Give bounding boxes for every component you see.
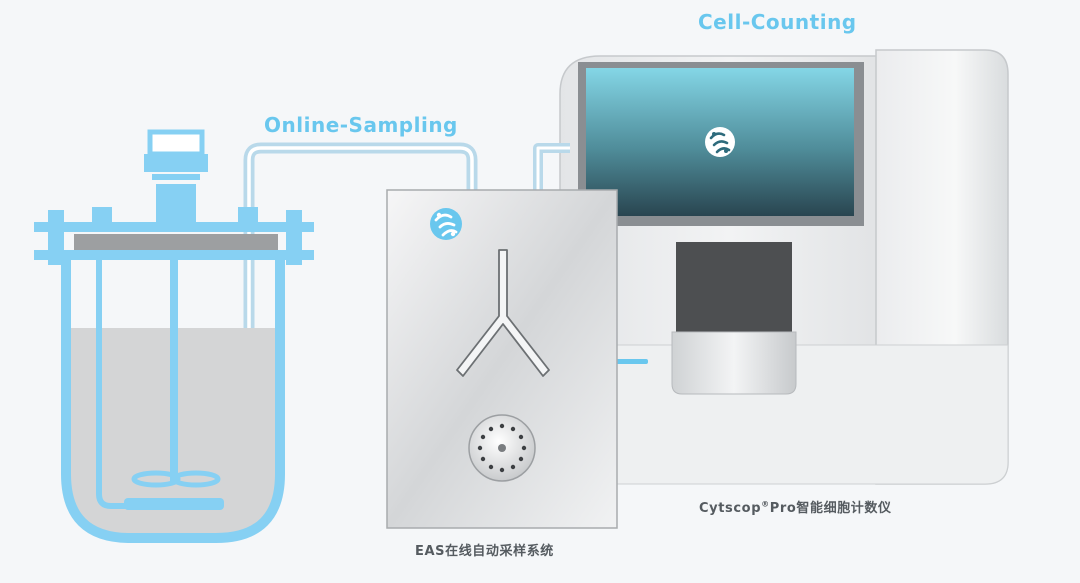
logo-icon	[705, 127, 735, 157]
cell-counter-device	[533, 49, 1009, 485]
registered-mark: ®	[761, 499, 770, 509]
y-splitter-icon	[456, 249, 550, 377]
eas-caption: EAS在线自动采样系统	[415, 544, 554, 559]
sample-disk-icon	[468, 414, 536, 482]
bioreactor-vessel	[34, 129, 314, 543]
cytscop-caption: Cytscop®Pro智能细胞计数仪	[699, 497, 892, 516]
online-sampling-label: Online-Sampling	[264, 113, 458, 137]
sampling-tube	[243, 142, 478, 395]
cytscop-name: Cytscop	[699, 501, 762, 516]
logo-icon	[430, 208, 462, 240]
cell-counting-label: Cell-Counting	[698, 10, 857, 34]
eas-sampling-unit	[386, 189, 618, 529]
cytscop-rest: Pro智能细胞计数仪	[769, 501, 892, 516]
